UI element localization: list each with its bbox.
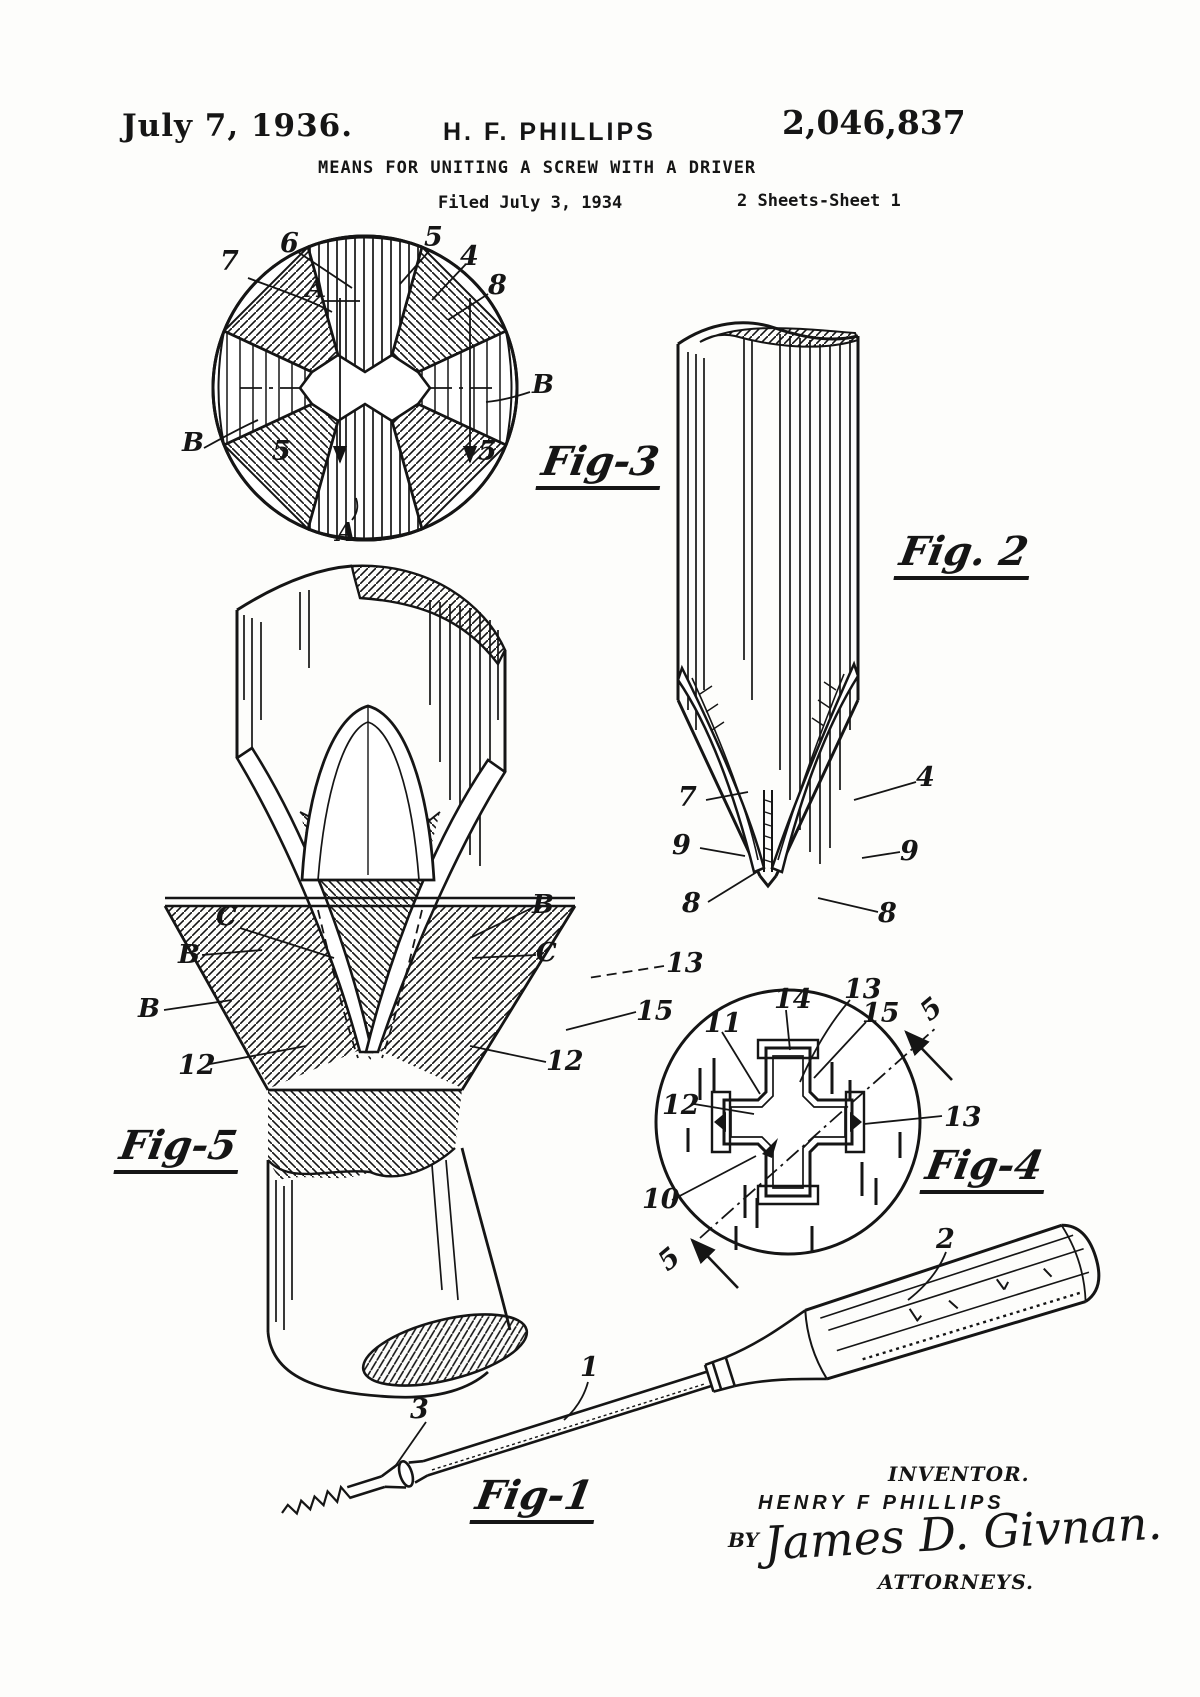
fig1-caption: Fig-1 (469, 1472, 603, 1524)
fig3-ref-b-right: B (532, 370, 554, 400)
fig2-ref-7: 7 (678, 782, 697, 813)
filing-date: Filed July 3, 1934 (438, 193, 623, 213)
fig5-ref-13: 13 (666, 948, 704, 979)
fig5-ref-b-lower-left: B (138, 994, 160, 1024)
fig1-ref-3: 3 (410, 1394, 429, 1425)
inventor-heading: INVENTOR. (888, 1462, 1030, 1486)
fig2-ref-8-right: 8 (878, 898, 897, 929)
fig2-ref-9-right: 9 (900, 836, 919, 867)
fig5-ref-15: 15 (636, 996, 674, 1027)
fig3-ref-a-top: A (306, 274, 327, 304)
fig4-ref-15: 15 (862, 998, 900, 1029)
fig3-section-5-left: 5 (272, 436, 291, 467)
fig5-ref-c-left: C (216, 902, 237, 932)
fig3-caption: Fig-3 (535, 438, 669, 490)
invention-title: MEANS FOR UNITING A SCREW WITH A DRIVER (318, 158, 757, 178)
fig3-ref-8: 8 (488, 270, 507, 301)
fig3-ref-6: 6 (280, 228, 299, 259)
fig4-ref-11: 11 (704, 1008, 742, 1039)
fig4-ref-10: 10 (642, 1184, 680, 1215)
fig3-ref-b-left: B (182, 428, 204, 458)
fig5-ref-c-right: C (536, 938, 557, 968)
inventor-name-header: H. F. PHILLIPS (443, 118, 656, 146)
fig4-ref-13-top: 13 (844, 974, 882, 1005)
fig4-ref-13-right: 13 (944, 1102, 982, 1133)
fig1-ref-1: 1 (580, 1352, 599, 1383)
fig5-drawing (163, 564, 665, 1399)
fig2-ref-4: 4 (916, 762, 935, 793)
fig4-ref-12: 12 (662, 1090, 700, 1121)
patent-number: 2,046,837 (782, 103, 966, 142)
fig3-ref-7: 7 (220, 246, 239, 277)
fig2-ref-9-left: 9 (672, 830, 691, 861)
fig3-ref-4: 4 (460, 241, 479, 272)
attorneys-label: ATTORNEYS. (878, 1570, 1035, 1594)
inventor-signature-name: HENRY F PHILLIPS (758, 1492, 1005, 1514)
by-label: BY (728, 1528, 759, 1552)
fig2-ref-8-left: 8 (682, 888, 701, 919)
fig2-caption: Fig. 2 (893, 528, 1038, 580)
fig5-caption: Fig-5 (113, 1122, 247, 1174)
fig3-ref-5: 5 (424, 222, 443, 253)
fig1-leaders (393, 1251, 947, 1469)
fig1-ref-2: 2 (936, 1224, 955, 1255)
fig4-drawing (654, 988, 953, 1289)
fig5-ref-b-right: B (532, 890, 554, 920)
fig5-ref-12-left: 12 (178, 1050, 216, 1081)
fig4-ref-14: 14 (774, 984, 812, 1015)
fig2-drawing (676, 321, 917, 913)
fig5-ref-12-right: 12 (546, 1046, 584, 1077)
fig3-section-5-right: 5 (478, 436, 497, 467)
fig4-caption: Fig-4 (919, 1142, 1053, 1194)
fig3-drawing (203, 234, 531, 542)
fig3-ref-a-bottom: A (336, 518, 357, 548)
fig5-ref-b-upper-left: B (178, 940, 200, 970)
patent-date: July 7, 1936. (122, 108, 354, 144)
sheet-number: 2 Sheets-Sheet 1 (737, 191, 901, 211)
